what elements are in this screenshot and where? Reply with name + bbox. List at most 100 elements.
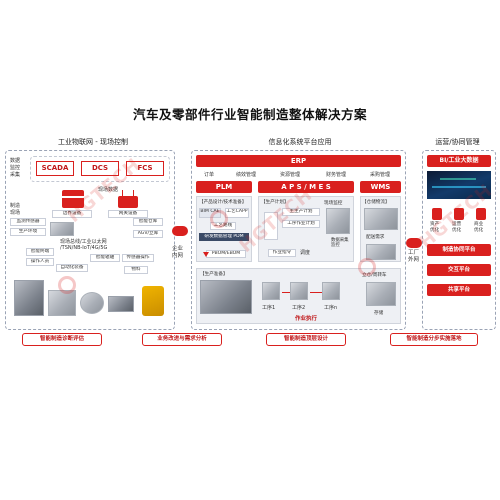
mes-dispatch: 调度: [300, 250, 311, 256]
implementation-button[interactable]: 智能制造分步实施落地: [390, 333, 478, 346]
plm-bar: PLM: [196, 181, 252, 193]
mfg-site-label: 制造 现场: [10, 203, 21, 216]
mes-process-plan: 工序作业计划: [282, 220, 320, 228]
erp-item: 财务管理: [326, 172, 347, 178]
gateway-label: 网关设备: [108, 210, 148, 218]
ops-panel: [422, 150, 496, 330]
fcs-box: FCS: [126, 161, 164, 176]
mes-data-monitor: 数据采集监控: [331, 238, 349, 248]
plm-heading: 【产品设计/技术准备】: [199, 200, 247, 205]
plm-pdm: 研发数据管理 PDM: [199, 233, 249, 241]
tooling-photo: [80, 292, 104, 314]
bi-line: [440, 178, 476, 180]
field-monitor-label: 现场监控: [324, 201, 343, 206]
cloud-icon: [406, 238, 422, 248]
storage-photo: [366, 282, 396, 306]
control-systems-box: [30, 156, 170, 182]
erp-item: 订单: [204, 172, 215, 178]
chip-photo: [108, 296, 134, 312]
edge-device-stripe: [58, 196, 88, 198]
field-data-label: 现场数据: [98, 187, 119, 193]
device-warehouse: 智能仓库: [133, 218, 163, 226]
erp-item: 采购管理: [370, 172, 391, 178]
arrow-down-icon: [203, 252, 209, 257]
device-sensor-op: 传感器操作: [122, 254, 154, 262]
device-roller: 智能辊轴: [90, 254, 120, 262]
wms-bar: WMS: [360, 181, 401, 193]
asset-icon: [432, 208, 442, 220]
wms-storage: 存储: [374, 311, 384, 316]
prep-heading: 【生产准备】: [200, 272, 228, 277]
wms-storage-label: 立仓/周转车: [362, 273, 387, 278]
section-title-ops: 运营/协同管理: [435, 138, 480, 146]
sensor-photo: [50, 222, 74, 236]
dcs-box: DCS: [81, 161, 119, 176]
erp-item: 绩效管理: [236, 172, 257, 178]
device-material: 物料: [124, 266, 148, 274]
robot-arm-photo: [142, 286, 164, 316]
station-photo: [262, 282, 280, 300]
device-terminal: 智能终端: [26, 248, 54, 256]
platform-collab: 制造协同平台: [427, 244, 491, 256]
gateway-antenna-icon: [122, 190, 123, 196]
mes-heading: 【生产计划】: [261, 200, 289, 205]
ops-opt-label: 运营 优化: [452, 222, 462, 233]
platform-share: 共享平台: [427, 284, 491, 296]
mes-work-order: 作业指令: [268, 249, 296, 257]
business-opt-label: 商业 优化: [474, 222, 484, 233]
wms-demand: 配送需求: [366, 235, 385, 240]
asset-opt-label: 资产 优化: [430, 222, 440, 233]
info-panel: [191, 150, 406, 330]
gateway-icon: [118, 196, 138, 208]
sensor-environment: 生产环境: [10, 228, 46, 236]
ops-icon: [454, 208, 464, 220]
bi-line: [432, 186, 486, 188]
mes-master-plan: 主生产计划: [282, 208, 320, 216]
bi-dashboard-image: [427, 171, 491, 199]
platform-interact: 交互平台: [427, 264, 491, 276]
erp-bar: ERP: [196, 155, 401, 167]
factory-extranet-label: 工厂 外网: [408, 250, 420, 263]
wms-cart-photo: [366, 244, 396, 260]
station-2: 工序2: [292, 305, 306, 311]
watermark-logo-icon: [58, 276, 76, 294]
wms-heading: 【仓储物流】: [362, 200, 390, 205]
machine-photo: [14, 280, 44, 316]
machine-photo: [48, 290, 76, 316]
device-operator: 操作人员: [26, 258, 54, 266]
improvement-button[interactable]: 业务改进与需求分析: [142, 333, 222, 346]
edge-device-label: 边界设备: [52, 210, 92, 218]
apsmes-bar: A P S / M E S: [258, 181, 354, 193]
scada-box: SCADA: [36, 161, 74, 176]
edge-device-icon: [62, 190, 84, 208]
device-agv: AGV/立库: [133, 230, 163, 238]
flow-line: [310, 292, 322, 293]
top-design-button[interactable]: 智能制造顶层设计: [266, 333, 346, 346]
wms-rack-photo: [364, 208, 398, 230]
mes-dashboard-photo: [326, 208, 350, 234]
enterprise-intranet-label: 企业 内网: [172, 246, 184, 259]
watermark-logo-icon: [210, 210, 228, 228]
cloud-icon: [172, 226, 188, 236]
section-title-info: 信息化系统平台应用: [268, 138, 332, 146]
section-title-iot: 工业物联网 - 现场控制: [58, 138, 128, 146]
station-photo: [290, 282, 308, 300]
station-photo: [322, 282, 340, 300]
data-collect-label: 数据 监控 采集: [10, 158, 21, 178]
station-1: 工序1: [262, 305, 276, 311]
exec-label: 作业执行: [295, 316, 318, 322]
page-title: 汽车及零部件行业智能制造整体解决方案: [132, 107, 367, 122]
sensor-monitor: 监测传感器: [10, 218, 46, 226]
gateway-antenna-icon: [133, 190, 134, 196]
diagnosis-button[interactable]: 智能制造诊断评估: [22, 333, 102, 346]
iot-panel: [5, 150, 175, 330]
erp-item: 资源管理: [280, 172, 301, 178]
mes-side-box: [264, 212, 278, 240]
flow-line: [282, 292, 290, 293]
plm-capp: 工艺CAPP: [225, 208, 249, 218]
station-n: 工序n: [324, 305, 338, 311]
fieldbus-label: 现场总线/工业以太网 /TSN/NB-IoT/4G/5G: [60, 239, 108, 251]
production-prep-photo: [200, 280, 252, 314]
device-automation: 自动化装备: [56, 264, 88, 272]
